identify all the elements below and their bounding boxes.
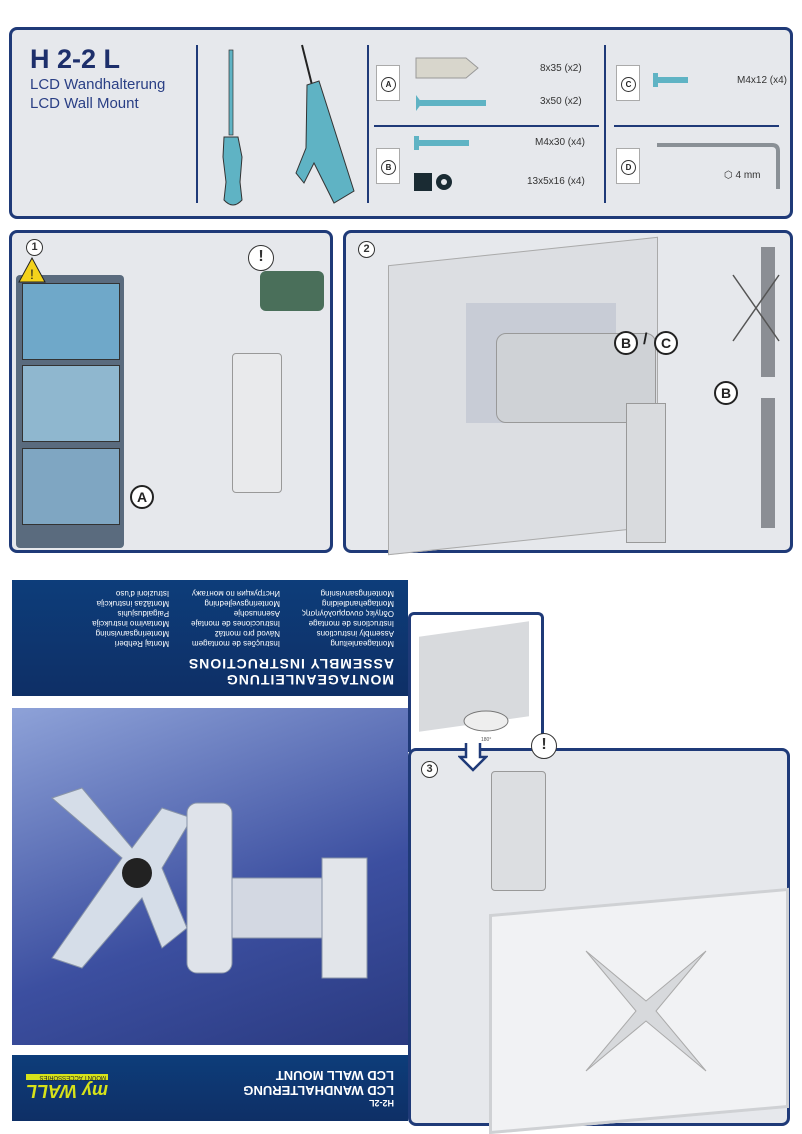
part-qty: M4x12 (x4) [737, 75, 788, 86]
bag-d: D [616, 148, 640, 184]
cover-title-band: MONTAGEANLEITUNG ASSEMBLY INSTRUCTIONS M… [12, 580, 408, 696]
label-a: A [130, 485, 154, 509]
cover-model: H2-2L [368, 1098, 394, 1108]
language-item: Monteringsanvisning [95, 629, 170, 638]
wood-screw-icon [416, 95, 486, 111]
language-item: Návod pro montáž [214, 629, 281, 638]
wall-plate [626, 403, 666, 543]
hazard-electric [22, 283, 120, 360]
cover-title-en: ASSEMBLY INSTRUCTIONS [187, 656, 394, 672]
short-bolt-icon [653, 73, 688, 87]
bag-c: C [616, 65, 640, 101]
bracket-wall-plate [232, 353, 282, 493]
warning-icon: ! [531, 733, 557, 759]
part-qty: 8x35 (x2) [540, 63, 582, 74]
screwdriver-icon [222, 49, 243, 206]
language-item: Montāžas instrukcija [96, 599, 170, 608]
cross-icon [732, 274, 780, 342]
wall-mount-illustration [51, 787, 368, 979]
language-item: Instruções de montagem [191, 639, 281, 648]
step-number: 1 [26, 239, 43, 256]
spirit-level-icon [260, 271, 324, 311]
label-b: B [614, 331, 638, 355]
divider [196, 45, 198, 203]
spacer-washer-icon [414, 173, 452, 191]
rotation-label: 180° [481, 737, 492, 743]
language-item: Monteringsanvisning [320, 589, 394, 598]
label-c: C [654, 331, 678, 355]
rotate-inset: 180° [408, 612, 544, 752]
divider [367, 45, 369, 203]
language-item: Инструкция по монтажу [191, 589, 281, 598]
divider [604, 45, 606, 203]
divider [374, 125, 599, 127]
part-qty: 3x50 (x2) [540, 96, 582, 107]
bag-label: D [621, 160, 636, 175]
bag-b: B [376, 148, 400, 184]
bag-label: B [381, 160, 396, 175]
cover-line1: LCD WANDHALTERUNG [243, 1083, 394, 1098]
hex-size: ⬡ 4 mm [724, 170, 761, 181]
side-view-correct [761, 398, 775, 528]
warning-icon: ! [248, 245, 274, 271]
bolt-icon [414, 136, 469, 150]
language-item: Instructions de montage [308, 619, 394, 628]
bag-a: A [376, 65, 400, 101]
product-photo [12, 708, 408, 1045]
cover-bottom-band: H2-2L LCD WANDHALTERUNG LCD WALL MOUNT m… [12, 1055, 408, 1121]
bag-label: C [621, 77, 636, 92]
side-view-wrong [761, 247, 775, 377]
wall-plug-icon [415, 57, 479, 79]
language-item: Istruzioni d'uso [115, 589, 170, 598]
cover-title-de: MONTAGEANLEITUNG [225, 672, 394, 688]
model-title: H 2-2 L [30, 44, 121, 74]
cover-title-rotated: MONTAGEANLEITUNG ASSEMBLY INSTRUCTIONS M… [12, 580, 408, 696]
step-3-panel: 3 ! [408, 733, 790, 1134]
hex-size-label: 4 mm [735, 170, 761, 181]
cover-line2: LCD WALL MOUNT [275, 1068, 394, 1083]
cover-bottom-rotated: H2-2L LCD WANDHALTERUNG LCD WALL MOUNT m… [12, 1055, 408, 1121]
subtitle-en: LCD Wall Mount [30, 95, 139, 112]
subtitle-de: LCD Wandhalterung [30, 76, 166, 93]
label-b: B [714, 381, 738, 405]
language-item: Assembly instructions [316, 629, 394, 638]
language-item: Οδηγίες συναρμολόγησης [302, 609, 394, 618]
language-item: Paigaldusjuhis [117, 609, 170, 618]
down-arrow-icon [458, 743, 488, 772]
language-item: Montaj Rehberi [114, 639, 170, 648]
step-2-panel: 2 B / C B [343, 230, 793, 556]
step-number: 2 [358, 241, 375, 258]
bag-label: A [381, 77, 396, 92]
svg-text:!: ! [30, 266, 34, 282]
wall-plate [491, 771, 546, 891]
cover-bottom-text: H2-2L LCD WANDHALTERUNG LCD WALL MOUNT [243, 1068, 394, 1108]
divider [614, 125, 779, 127]
language-item: Montagehandleiding [321, 599, 394, 608]
language-item: Montavimo instrukcija [92, 619, 170, 628]
part-qty: 13x5x16 (x4) [527, 176, 585, 187]
step-number: 3 [421, 761, 438, 778]
hazard-gas [22, 448, 120, 525]
slash: / [643, 331, 648, 348]
language-item: Montageanleitung [330, 639, 394, 648]
allen-key-icon [657, 143, 780, 189]
step-1-panel: 1 ! ! A [9, 230, 333, 553]
language-item: Monteringsvejledning [204, 599, 281, 608]
part-qty: M4x30 (x4) [535, 137, 586, 148]
language-item: Instrucciones de montaje [191, 619, 281, 628]
drill-icon [295, 44, 355, 204]
warning-triangle-icon: ! [18, 257, 46, 283]
logo-text: my WALL [26, 1081, 109, 1102]
mywall-logo: my WALL MOUNT ACCESSORIES [26, 1074, 109, 1102]
rotate-arrow-icon [463, 710, 509, 732]
language-item: Asennusohje [233, 609, 281, 618]
vesa-plate [585, 950, 707, 1072]
hazard-water [22, 365, 120, 442]
parts-panel: H 2-2 L LCD Wandhalterung LCD Wall Mount… [9, 27, 793, 219]
